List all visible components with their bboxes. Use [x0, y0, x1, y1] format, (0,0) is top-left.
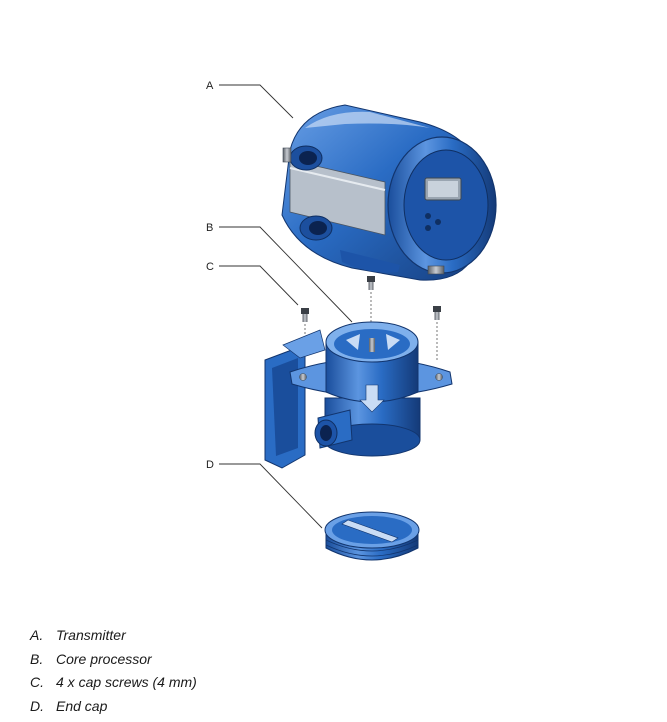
legend-key: C.: [30, 674, 45, 690]
legend-label: End cap: [56, 697, 108, 714]
callout-d-letter: D: [206, 459, 214, 471]
callout-a-letter: A: [206, 80, 214, 92]
parts-legend: A. Transmitter B. Core processor C. 4 x cap…: [30, 624, 197, 718]
legend-key: B.: [30, 650, 44, 667]
legend-label: 4 x cap screws (4 mm): [56, 674, 197, 690]
callout-c-letter: C: [206, 261, 214, 273]
callout-a: A: [206, 80, 294, 119]
callout-d: D: [206, 459, 323, 529]
end-cap: [324, 511, 420, 561]
callout-b-letter: B: [206, 222, 213, 234]
callout-b: B: [206, 222, 353, 323]
cap-screw-1: [367, 276, 375, 290]
legend-item-d: D. End cap: [30, 695, 197, 719]
legend-item-c: C. 4 x cap screws (4 mm): [30, 671, 197, 695]
core-processor: [264, 321, 453, 469]
legend-key: D.: [30, 697, 45, 714]
legend-item-a: A. Transmitter: [30, 624, 197, 648]
callout-c: C: [206, 261, 299, 306]
transmitter-housing: [281, 104, 497, 281]
legend-label: Core processor: [56, 650, 152, 667]
cap-screw-2: [301, 308, 309, 322]
cap-screw-3: [433, 306, 441, 320]
exploded-view-diagram: A B C D: [206, 80, 497, 561]
legend-key: A.: [30, 627, 44, 643]
legend-label: Transmitter: [56, 627, 126, 643]
legend-item-b: B. Core processor: [30, 648, 197, 672]
